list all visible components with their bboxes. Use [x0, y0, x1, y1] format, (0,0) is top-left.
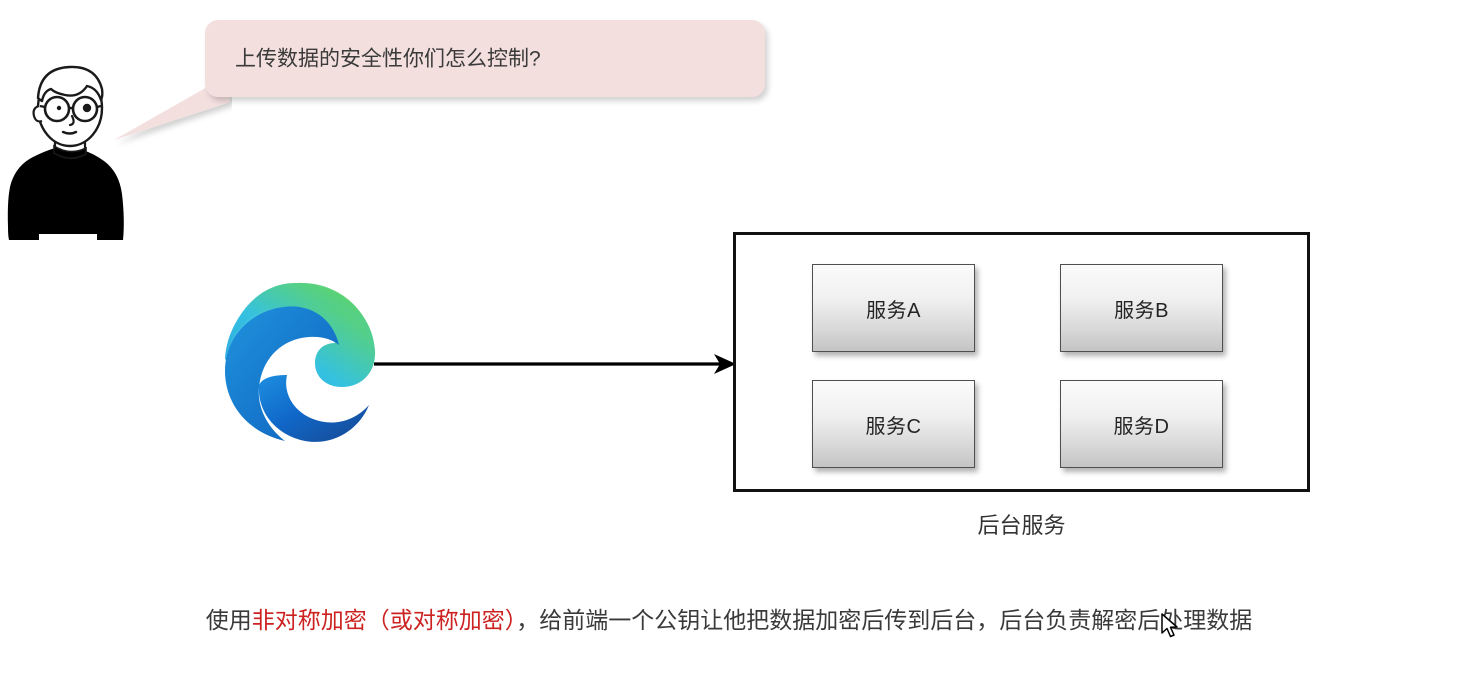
microsoft-edge-logo-icon [209, 277, 381, 449]
service-label: 服务C [865, 415, 922, 438]
caption-part-2: ，给前端一个公钥让他把数据加密后传到后台，后台负责解密后处理数据 [516, 607, 1253, 633]
speech-bubble: 上传数据的安全性你们怎么控制? [205, 20, 765, 97]
caption-part-1: 使用 [205, 607, 252, 633]
caption-highlight: 非对称加密（或对称加密） [251, 607, 517, 633]
service-box-a[interactable]: 服务A [812, 264, 975, 352]
service-box-b[interactable]: 服务B [1060, 264, 1223, 352]
service-label: 服务B [1114, 299, 1169, 322]
service-box-c[interactable]: 服务C [812, 380, 975, 468]
backend-services-container: 服务A 服务B 服务C 服务D [733, 232, 1310, 492]
request-flow-arrow [374, 348, 740, 380]
speech-bubble-text: 上传数据的安全性你们怎么控制? [235, 46, 541, 70]
service-label: 服务A [866, 299, 921, 322]
service-label: 服务D [1113, 415, 1170, 438]
avatar [0, 52, 140, 242]
service-box-d[interactable]: 服务D [1060, 380, 1223, 468]
bottom-caption: 使用非对称加密（或对称加密），给前端一个公钥让他把数据加密后传到后台，后台负责解… [0, 605, 1458, 636]
backend-container-caption: 后台服务 [977, 513, 1066, 538]
